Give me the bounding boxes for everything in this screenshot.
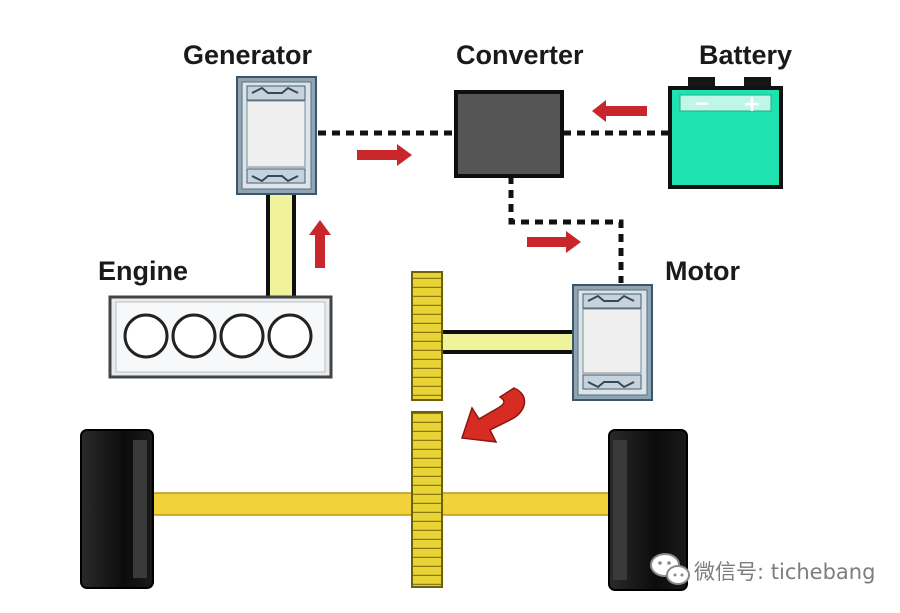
watermark-text: 微信号: tichebang [694,560,876,584]
arrow-engine-to-generator [309,220,331,268]
wire-converter-motor [508,176,624,283]
converter-label: Converter [456,40,584,70]
arrow-generator-to-converter [357,144,412,166]
drive-axle [149,492,621,516]
wheel-right [608,429,688,591]
motor-shaft [434,330,580,354]
engine-generator-shaft [266,191,296,301]
arrow-converter-to-motor [527,231,581,253]
engine-cylinder [171,313,217,359]
battery-negative-terminal: − [694,91,711,115]
generator [236,76,317,195]
wheel-left [80,429,154,589]
engine-cylinder [123,313,169,359]
battery-positive-terminal: + [743,92,761,117]
battery: − + [668,77,783,189]
engine-label: Engine [98,256,189,286]
curved-arrow-icon [460,387,526,443]
motor [572,284,653,401]
engine-cylinder [267,313,313,359]
converter [454,90,564,178]
gear-lower [411,411,443,588]
engine [108,295,333,379]
arrow-icon [309,100,647,268]
battery-label: Battery [699,40,793,70]
wiring [318,130,668,283]
wechat-logo-icon [650,553,690,585]
engine-cylinder [219,313,265,359]
arrow-battery-to-converter [592,100,647,122]
generator-label: Generator [183,40,313,70]
gear-upper [411,271,443,401]
motor-label: Motor [665,256,740,286]
